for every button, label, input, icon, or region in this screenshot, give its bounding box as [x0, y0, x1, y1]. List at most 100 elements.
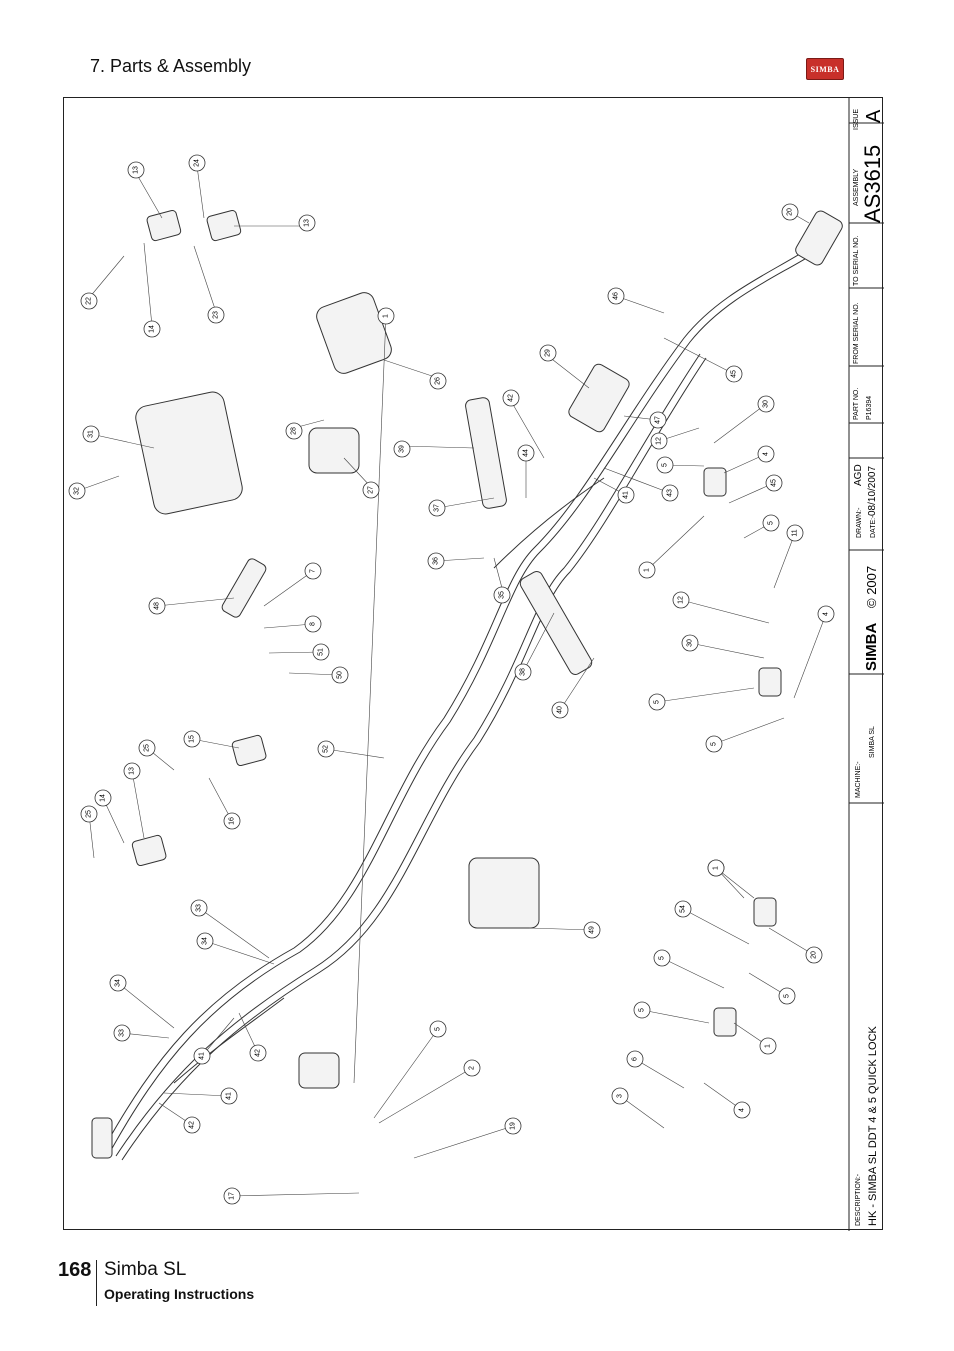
callout-balloon: 40 — [551, 701, 569, 719]
callout-number: 19 — [510, 1122, 517, 1130]
callout-balloon: 30 — [757, 395, 775, 413]
callout-balloon: 31 — [82, 425, 100, 443]
callout-balloon: 30 — [681, 634, 699, 652]
callout-number: 45 — [731, 370, 738, 378]
callout-number: 5 — [784, 994, 791, 998]
callout-balloon: 45 — [725, 365, 743, 383]
callout-number: 5 — [654, 700, 661, 704]
callout-number: 43 — [667, 489, 674, 497]
callout-number: 11 — [792, 529, 799, 536]
callout-balloon: 5 — [633, 1001, 651, 1019]
from-serial-label: FROM SERIAL NO. — [853, 302, 860, 364]
callout-number: 15 — [189, 735, 196, 743]
callout-balloon: 35 — [493, 586, 511, 604]
callout-balloon: 14 — [94, 789, 112, 807]
callout-balloon: 13 — [298, 214, 316, 232]
callout-number: 5 — [435, 1027, 442, 1031]
hose-end — [91, 1117, 113, 1159]
footer-model: Simba SL — [104, 1259, 187, 1280]
small-cylinder — [221, 558, 267, 618]
callout-balloon: 7 — [304, 562, 322, 580]
callout-balloon: 54 — [674, 900, 692, 918]
callout-number: 20 — [811, 951, 818, 959]
date-label: DATE:- — [870, 515, 877, 538]
callout-number: 1 — [765, 1044, 772, 1048]
drawn-label: DRAWN:- — [856, 507, 863, 538]
callout-number: 17 — [229, 1192, 236, 1200]
callout-balloon: 20 — [805, 946, 823, 964]
callout-balloon: 33 — [113, 1024, 131, 1042]
callout-balloon: 13 — [127, 161, 145, 179]
callout-number: 1 — [713, 866, 720, 870]
coupling-fitting — [703, 467, 727, 497]
callout-balloon: 26 — [429, 372, 447, 390]
callout-balloon: 27 — [362, 481, 380, 499]
callout-number: 22 — [86, 297, 93, 305]
callout-balloon: 45 — [765, 474, 783, 492]
callout-balloon: 41 — [617, 486, 635, 504]
callout-balloon: 3 — [611, 1087, 629, 1105]
part-no-value: P16394 — [866, 396, 873, 420]
callout-number: 5 — [768, 521, 775, 525]
callout-balloon: 49 — [583, 921, 601, 939]
callout-balloon: 5 — [656, 456, 674, 474]
manifold-block — [468, 857, 540, 929]
callout-number: 6 — [632, 1057, 639, 1061]
callout-number: 5 — [639, 1008, 646, 1012]
callout-balloon: 4 — [733, 1101, 751, 1119]
part-no-label: PART NO. — [853, 388, 860, 420]
callout-number: 12 — [678, 596, 685, 604]
callout-balloon: 44 — [517, 444, 535, 462]
callout-number: 48 — [154, 602, 161, 610]
callout-number: 27 — [368, 486, 375, 494]
callout-balloon: 41 — [193, 1047, 211, 1065]
footer-divider — [96, 1260, 97, 1306]
callout-number: 35 — [499, 591, 506, 599]
assembly-label: ASSEMBLY — [853, 168, 860, 206]
callout-balloon: 52 — [317, 740, 335, 758]
callout-number: 29 — [545, 349, 552, 357]
coupling-block — [298, 1052, 340, 1089]
callout-balloon: 33 — [190, 899, 208, 917]
callout-balloon: 39 — [393, 440, 411, 458]
callout-number: 13 — [129, 767, 136, 775]
callout-number: 5 — [662, 463, 669, 467]
coupling-fitting — [713, 1007, 737, 1037]
callout-balloon: 11 — [786, 524, 804, 542]
callout-balloon: 16 — [223, 812, 241, 830]
callout-balloon: 6 — [626, 1050, 644, 1068]
callout-number: 44 — [523, 449, 530, 457]
callout-balloon: 8 — [304, 615, 322, 633]
callout-number: 30 — [763, 400, 770, 408]
callout-balloon: 34 — [196, 932, 214, 950]
callout-balloon: 13 — [123, 762, 141, 780]
callout-number: 8 — [310, 622, 317, 626]
valve-block — [135, 391, 243, 515]
parts-drawing-sheet: ISSUE A ASSEMBLY AS3615 TO SERIAL NO. FR… — [63, 97, 884, 1231]
callout-balloon: 25 — [138, 739, 156, 757]
callout-balloon: 15 — [183, 730, 201, 748]
callout-number: 41 — [199, 1052, 206, 1060]
callout-balloon: 19 — [504, 1117, 522, 1135]
callout-number: 42 — [189, 1121, 196, 1129]
callout-number: 51 — [318, 648, 325, 656]
callout-balloon: 47 — [649, 411, 667, 429]
clamp-block — [131, 834, 167, 867]
parts-diagram: ISSUE A ASSEMBLY AS3615 TO SERIAL NO. FR… — [68, 98, 884, 1231]
callout-number: 50 — [337, 671, 344, 679]
callout-number: 1 — [644, 568, 651, 572]
brand-name: SIMBA — [863, 623, 880, 672]
callout-balloon: 12 — [650, 432, 668, 450]
callout-balloon: 5 — [762, 514, 780, 532]
to-serial-label: TO SERIAL NO. — [853, 235, 860, 286]
callout-balloon: 37 — [428, 499, 446, 517]
callout-balloon: 1 — [638, 561, 656, 579]
callout-number: 42 — [255, 1049, 262, 1057]
callout-number: 46 — [613, 292, 620, 300]
callout-number: 33 — [196, 904, 203, 912]
callout-balloon: 48 — [148, 597, 166, 615]
copyright: © 2007 — [864, 566, 879, 608]
callout-number: 4 — [739, 1108, 746, 1112]
callout-number: 30 — [687, 639, 694, 647]
callout-number: 45 — [771, 479, 778, 487]
